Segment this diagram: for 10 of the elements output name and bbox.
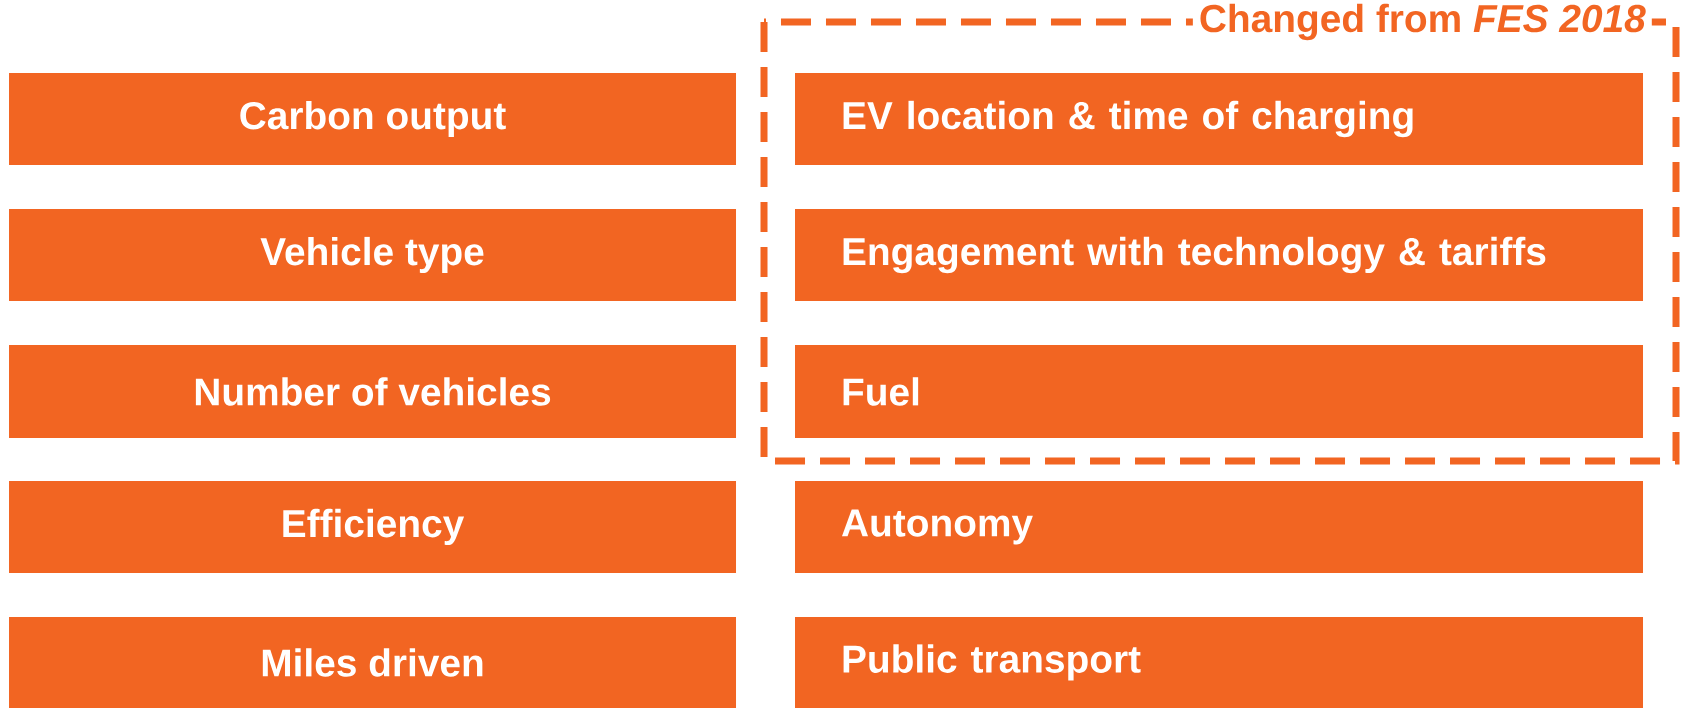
label-box: EV location & time of charging [795, 73, 1643, 165]
label-box: Carbon output [9, 73, 736, 165]
label-box: Fuel [795, 345, 1643, 438]
label-box: Engagement with technology & tariffs [795, 209, 1643, 301]
label-box: Public transport [795, 617, 1643, 708]
label-box: Vehicle type [9, 209, 736, 301]
label-box: Number of vehicles [9, 345, 736, 438]
label-box: Miles driven [9, 617, 736, 708]
label-box: Autonomy [795, 481, 1643, 573]
label-box: Efficiency [9, 481, 736, 573]
